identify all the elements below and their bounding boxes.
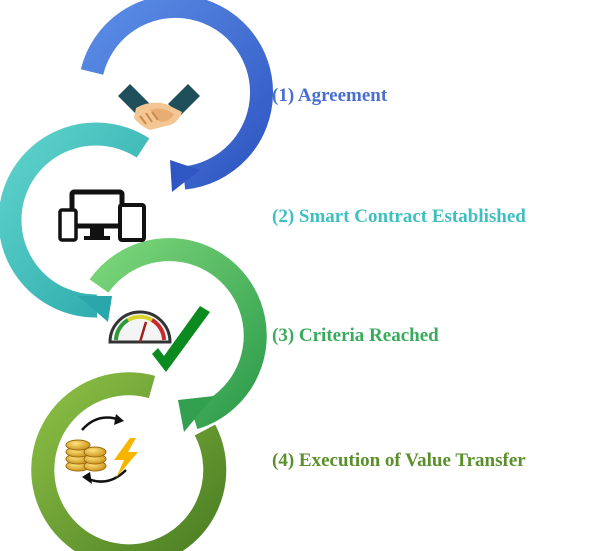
- step-4-label: (4) Execution of Value Transfer: [272, 450, 526, 471]
- handshake-icon: [118, 84, 200, 130]
- step-4-ring: [31, 372, 227, 551]
- step-1-ring: [80, 0, 273, 192]
- step-3-label: (3) Criteria Reached: [272, 325, 439, 346]
- step-2-ring: [0, 122, 150, 322]
- step-3-ring: [89, 238, 267, 432]
- step-2-label: (2) Smart Contract Established: [272, 206, 526, 227]
- gauge-check-icon: [108, 306, 210, 372]
- step-1-label: (1) Agreement: [272, 85, 388, 106]
- devices-icon: [58, 189, 146, 242]
- coins-lightning-icon: [65, 414, 138, 484]
